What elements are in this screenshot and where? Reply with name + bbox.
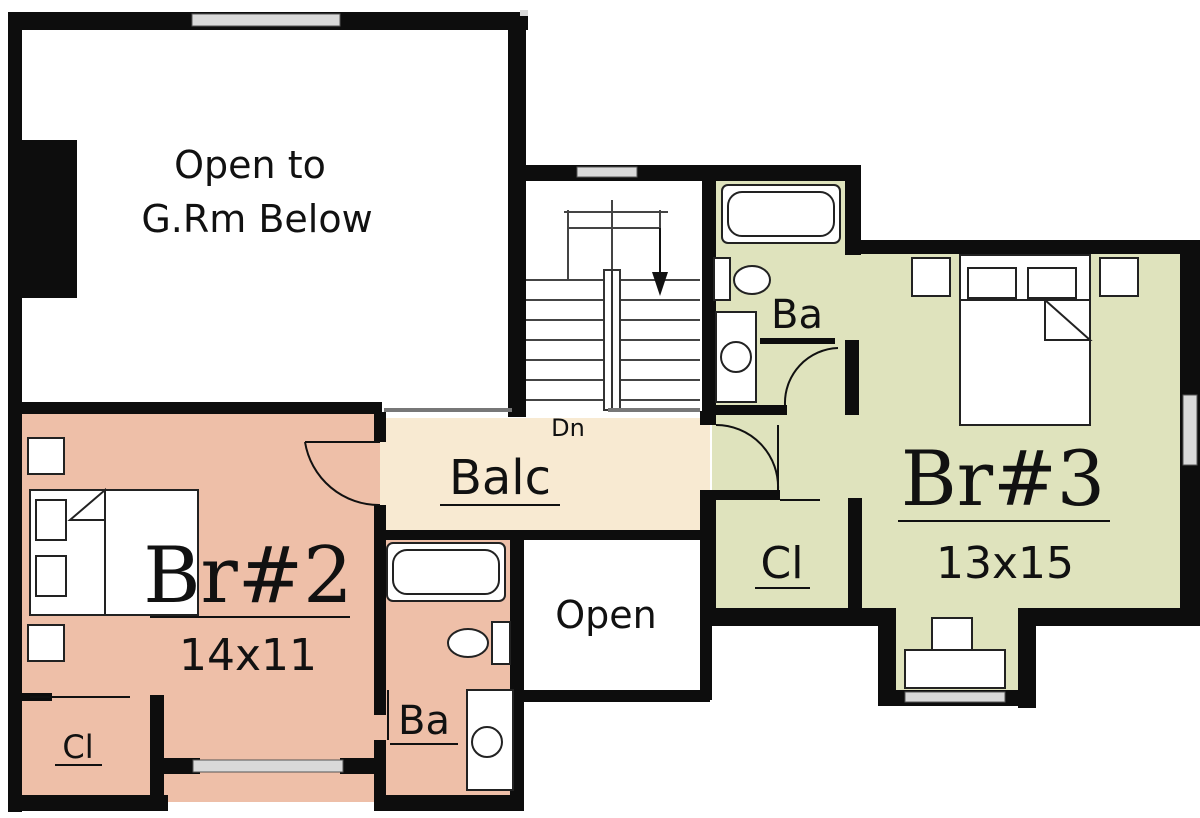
chair-icon <box>931 617 973 651</box>
nightstand-icon <box>27 437 65 475</box>
nightstand-icon <box>911 257 951 297</box>
bath-upper-fixtures <box>713 184 841 403</box>
bath2-label: Ba <box>398 698 450 744</box>
desk-icon <box>904 649 1006 689</box>
balcony-floor <box>380 418 710 530</box>
bath2-fixtures <box>386 542 514 791</box>
bedroom2-size: 14x11 <box>179 630 317 681</box>
bedroom3-name: Br#3 <box>901 434 1105 523</box>
bath-upper-label: Ba <box>771 292 823 338</box>
open-label: Open <box>555 593 657 637</box>
windows <box>191 10 1198 773</box>
open-area-floor <box>522 538 702 698</box>
stair-direction-label: Dn <box>551 414 585 442</box>
bedroom2-closet-label: Cl <box>62 728 93 766</box>
bedroom3-closet-label: Cl <box>761 538 804 589</box>
balcony-label: Balc <box>449 450 551 506</box>
staircase <box>526 181 702 411</box>
bedroom2-name: Br#2 <box>143 531 353 621</box>
open-to-below-label-1: Open to <box>174 143 326 187</box>
bedroom3-size: 13x15 <box>936 538 1074 589</box>
nightstand-icon <box>1099 257 1139 297</box>
doors <box>30 347 839 740</box>
bed-br2 <box>29 487 199 616</box>
nightstand-icon <box>27 624 65 662</box>
bed-br3 <box>959 254 1093 426</box>
open-to-below-label-2: G.Rm Below <box>141 197 372 241</box>
